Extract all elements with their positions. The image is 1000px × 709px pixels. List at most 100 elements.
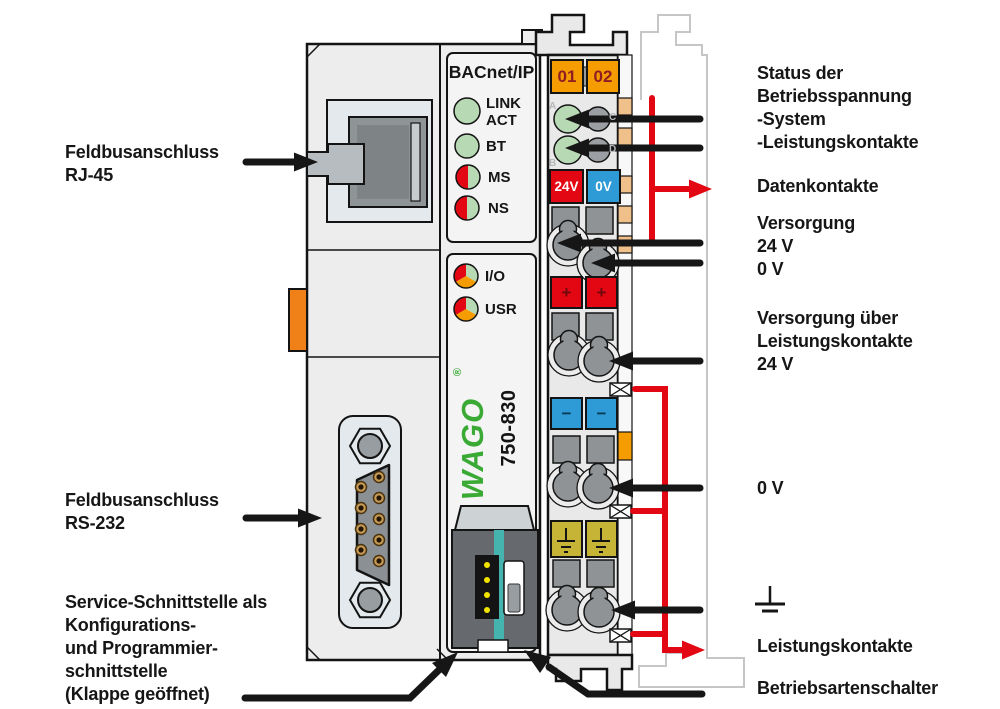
label-line: Konfigurations-	[65, 615, 196, 635]
led-ms	[455, 164, 481, 190]
terminal-plus-field	[550, 276, 583, 309]
label-line: RS-232	[65, 513, 125, 533]
ghost-next-module	[638, 14, 745, 688]
label-versorgung-leistungskontakte: Versorgung über Leistungskontakte 24 V	[757, 307, 913, 376]
label-line: 0 V	[757, 478, 784, 498]
slot-number-01: 01	[557, 67, 577, 86]
rj45-plug-tab	[306, 143, 365, 185]
annotation-arrows	[241, 109, 706, 702]
terminal-minus-field	[550, 397, 583, 430]
label-line: -Leistungskontakte	[757, 132, 919, 152]
led-label-bt: BT	[486, 138, 506, 155]
led-label-usr: USR	[485, 301, 517, 318]
led-bt	[454, 133, 480, 159]
led-ms-red	[456, 165, 468, 189]
earth-ground-icon	[755, 586, 785, 613]
arrow-service-line	[241, 664, 445, 702]
label-line: schnittstelle	[65, 661, 168, 681]
led-ms-green	[468, 165, 480, 189]
model-number: 750-830	[498, 389, 520, 467]
service-pin	[484, 577, 490, 583]
port-letter-a: A	[549, 101, 557, 112]
ghost-outline-bottom	[638, 625, 745, 688]
led-ns	[454, 195, 480, 221]
label-line: Betriebsartenschalter	[757, 678, 938, 698]
red-arrowhead-leistungskontakte	[682, 640, 705, 660]
label-line: -System	[757, 109, 826, 129]
rj45-contact-strip	[410, 122, 421, 202]
label-status: Status der Betriebsspannung -System -Lei…	[757, 62, 919, 154]
label-line: Versorgung über	[757, 308, 899, 328]
service-pin	[484, 562, 490, 568]
label-line: Datenkontakte	[757, 176, 879, 196]
label-line: Betriebsspannung	[757, 86, 912, 106]
red-arrowhead-datenkontakte	[689, 179, 712, 199]
terminal-gray-field	[586, 435, 615, 464]
led-label-link: LINK ACT	[486, 95, 521, 129]
label-service-interface: Service-Schnittstelle als Konfigurations…	[65, 591, 267, 706]
earth-field-symbols	[557, 528, 610, 553]
terminal-24v-field	[549, 169, 584, 204]
label-line: 24 V	[757, 354, 794, 374]
label-betriebsartenschalter: Betriebsartenschalter	[757, 677, 938, 700]
label-0v: 0 V	[757, 477, 784, 500]
led-io-orange	[455, 276, 477, 289]
protocol-label: BACnet/IP	[448, 62, 535, 82]
service-pin	[484, 592, 490, 598]
terminal-gray-field	[586, 559, 615, 588]
led-usr-orange	[455, 309, 477, 322]
terminal-minus-label: −	[561, 404, 572, 423]
wago-logo: WAGO	[455, 397, 490, 501]
led-label-line: LINK	[486, 95, 521, 112]
terminal-top-profile	[534, 13, 629, 57]
rj45-jack-inner	[357, 125, 409, 199]
label-line: Feldbusanschluss	[65, 142, 219, 162]
terminal-plus-label: +	[561, 283, 572, 302]
slot-label-01	[550, 59, 584, 94]
label-line: Feldbusanschluss	[65, 490, 219, 510]
clamp-terminal-row-earth	[545, 584, 621, 634]
service-tab	[477, 639, 509, 653]
led-usr	[453, 296, 479, 322]
led-label-ms: MS	[488, 169, 511, 186]
label-leistungskontakte: Leistungskontakte	[757, 635, 913, 658]
service-interface	[451, 505, 539, 653]
label-line: Leistungskontakte	[757, 636, 913, 656]
label-line: (Klappe geöffnet)	[65, 684, 210, 704]
label-line: Status der	[757, 63, 844, 83]
arrow-modeswitch-line	[545, 663, 706, 698]
label-line: Leistungskontakte	[757, 331, 913, 351]
label-line: Service-Schnittstelle als	[65, 592, 268, 612]
led-label-ns: NS	[488, 200, 509, 217]
port-letter-d: D	[609, 144, 617, 155]
terminal-24v-label: 24V	[554, 179, 579, 194]
led-ns-green	[467, 196, 479, 220]
label-line: 24 V	[757, 236, 794, 256]
label-versorgung: Versorgung 24 V 0 V	[757, 212, 855, 281]
label-datenkontakte: Datenkontakte	[757, 175, 879, 198]
label-line: RJ-45	[65, 165, 114, 185]
clamp-terminal-row-0v	[546, 460, 620, 510]
status-leds	[453, 97, 481, 322]
label-line: und Programmier-	[65, 638, 218, 658]
slot-number-02: 02	[593, 67, 613, 86]
terminal-0v-label: 0V	[595, 179, 612, 194]
terminal-gray-field	[585, 312, 614, 341]
terminal-gray-field	[552, 559, 581, 588]
terminal-gray-field	[585, 206, 614, 235]
rs232-port	[338, 415, 402, 629]
mode-switch-handle	[507, 583, 521, 613]
slot-label-02	[586, 59, 620, 94]
release-latch	[288, 288, 308, 352]
terminal-0v-field	[586, 169, 621, 204]
rs232-screw-bottom	[357, 587, 383, 613]
rs232-pins	[354, 470, 386, 568]
wago-registered-mark: ®	[452, 367, 464, 377]
power-contact-markers	[609, 382, 632, 643]
rs232-screw-top	[357, 433, 383, 459]
led-label-line: ACT	[486, 112, 517, 129]
label-line: 0 V	[757, 259, 784, 279]
terminal-gray-field	[552, 435, 581, 464]
terminal-plus-field	[585, 276, 618, 309]
